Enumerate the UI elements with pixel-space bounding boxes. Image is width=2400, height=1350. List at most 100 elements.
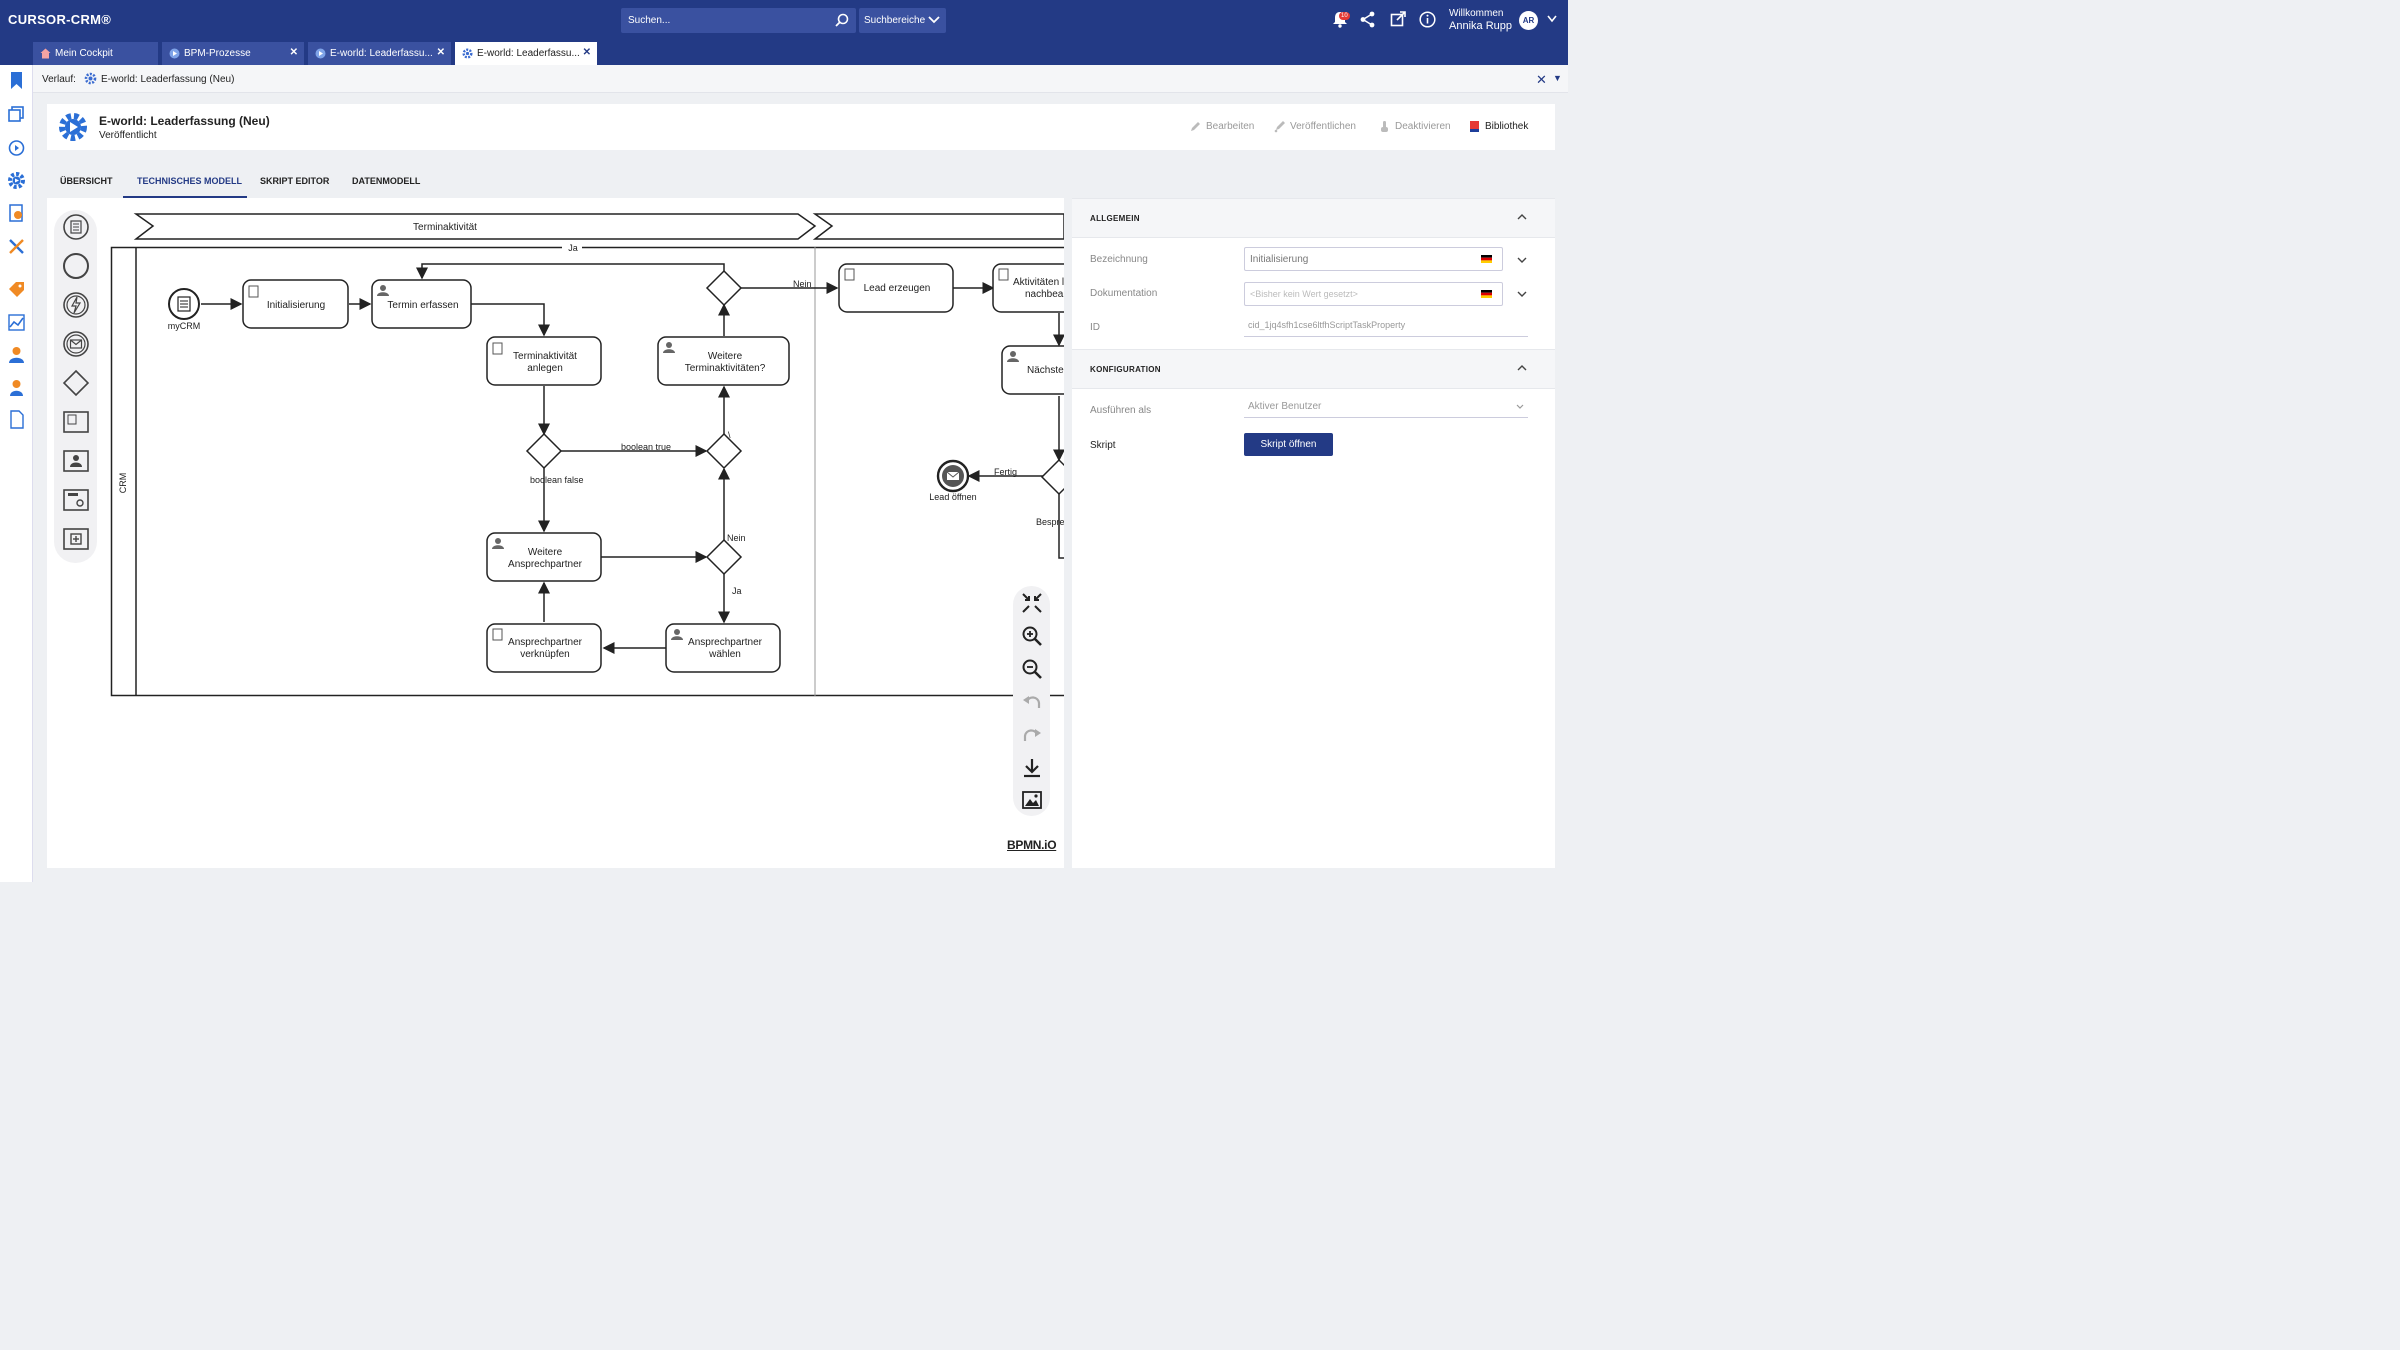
record-header: E-world: Leaderfassung (Neu) Veröffentli… (47, 104, 1555, 150)
phase-chevron[interactable] (133, 213, 817, 240)
gateway[interactable] (1040, 458, 1064, 496)
undo-icon[interactable] (1021, 691, 1043, 713)
task-termin-erfassen[interactable] (371, 279, 472, 329)
deactivate-button[interactable]: Deaktivieren (1378, 121, 1451, 132)
doc-field[interactable]: <Bisher kein Wert gesetzt> (1244, 282, 1503, 306)
page-title: E-world: Leaderfassung (Neu) (99, 114, 270, 128)
search-scope-dropdown[interactable]: Suchbereiche (859, 8, 946, 33)
task-label: Terminaktivität (513, 351, 577, 362)
tag-icon[interactable] (7, 280, 26, 299)
task-weitere-ansprechpartner[interactable] (486, 532, 602, 582)
task-label: Ansprechpartner (508, 637, 583, 648)
close-icon[interactable]: ✕ (289, 47, 298, 58)
document-icon[interactable] (7, 410, 26, 429)
tab-eworld-1[interactable]: E-world: Leaderfassu... ✕ (308, 42, 451, 65)
tab-label: E-world: Leaderfassu... (477, 48, 580, 59)
gateway[interactable] (705, 269, 743, 307)
flow-label: Bespre (1036, 517, 1064, 527)
zoom-in-icon[interactable] (1021, 625, 1043, 647)
task-initialisierung[interactable] (242, 279, 349, 329)
breadcrumb[interactable]: E-world: Leaderfassung (Neu) (101, 74, 235, 85)
info-icon[interactable] (1419, 11, 1436, 28)
gateway[interactable] (705, 432, 743, 470)
chart-icon[interactable] (7, 313, 26, 332)
chevron-up-icon[interactable] (1516, 362, 1528, 374)
task-ansprechpartner-waehlen[interactable] (665, 623, 781, 673)
signal-event-icon[interactable] (62, 291, 90, 319)
windows-icon[interactable] (7, 105, 26, 124)
tab-script-editor[interactable]: SKRIPT EDITOR (260, 176, 330, 186)
open-script-button[interactable]: Skript öffnen (1244, 433, 1333, 456)
tab-mein-cockpit[interactable]: Mein Cockpit (33, 42, 158, 65)
tools-icon[interactable] (7, 237, 26, 256)
tab-overview[interactable]: ÜBERSICHT (60, 176, 113, 186)
subprocess-icon[interactable] (62, 525, 90, 553)
pool[interactable] (110, 246, 1065, 697)
bpmn-io-watermark[interactable]: BPMN.iO (1007, 838, 1057, 852)
search-box[interactable] (621, 8, 856, 33)
chevron-down-icon[interactable] (1516, 288, 1528, 300)
end-event-icon[interactable] (62, 252, 90, 280)
task-naechste[interactable] (1001, 345, 1064, 395)
redo-icon[interactable] (1021, 724, 1043, 746)
gateway[interactable] (705, 538, 743, 576)
edit-button[interactable]: Bearbeiten (1189, 121, 1254, 132)
search-icon[interactable] (835, 13, 849, 27)
properties-panel: ALLGEMEIN Bezeichnung Initialisierung Do… (1072, 198, 1555, 868)
section-configuration[interactable]: KONFIGURATION (1072, 349, 1555, 389)
timer-icon[interactable] (7, 138, 26, 157)
task-label: Initialisierung (267, 300, 325, 311)
tab-label: Mein Cockpit (55, 48, 113, 59)
close-icon[interactable]: ✕ (436, 47, 445, 58)
contact-icon[interactable] (7, 345, 26, 364)
script-task-icon[interactable] (62, 408, 90, 436)
external-link-icon[interactable] (1390, 11, 1406, 28)
chevron-down-icon[interactable] (1547, 15, 1557, 23)
gear-icon[interactable] (7, 171, 26, 190)
publish-button[interactable]: Veröffentlichen (1273, 121, 1356, 133)
german-flag-icon[interactable] (1481, 255, 1492, 263)
german-flag-icon[interactable] (1481, 290, 1492, 298)
chevron-down-icon[interactable] (1516, 254, 1528, 266)
app-logo[interactable]: CURSOR-CRM® (8, 12, 112, 27)
library-button[interactable]: Bibliothek (1468, 121, 1528, 132)
report-icon[interactable] (7, 204, 26, 223)
task-weitere-terminaktivitaeten[interactable] (657, 336, 790, 386)
gateway[interactable] (525, 432, 563, 470)
image-export-icon[interactable] (1021, 789, 1043, 811)
phase-chevron[interactable] (812, 213, 1064, 240)
run-as-select[interactable]: Aktiver Benutzer (1244, 400, 1528, 418)
script-start-event-icon[interactable] (62, 213, 90, 241)
task-aktivitaeten[interactable] (992, 263, 1064, 313)
bookmark-icon[interactable] (7, 71, 26, 90)
tab-technical-model[interactable]: TECHNISCHES MODELL (137, 176, 243, 186)
download-icon[interactable] (1021, 757, 1043, 779)
service-task-icon[interactable] (62, 486, 90, 514)
search-input[interactable] (621, 8, 831, 33)
task-ansprechpartner-verknuepfen[interactable] (486, 623, 602, 673)
share-icon[interactable] (1360, 11, 1376, 28)
message-event-icon[interactable] (62, 330, 90, 358)
chevron-up-icon[interactable] (1516, 211, 1528, 223)
gateway-icon[interactable] (62, 369, 90, 397)
caret-down-icon[interactable]: ▼ (1553, 73, 1562, 83)
person-icon[interactable] (7, 378, 26, 397)
flow-label: Ja (732, 586, 742, 596)
user-name[interactable]: Annika Rupp (1449, 20, 1512, 32)
tab-data-model[interactable]: DATENMODELL (352, 176, 421, 186)
bpmn-canvas[interactable]: Terminaktivität CRM (47, 198, 1064, 868)
phase-label: Terminaktivität (413, 222, 477, 233)
tab-bpm-prozesse[interactable]: BPM-Prozesse ✕ (162, 42, 304, 65)
fit-icon[interactable] (1021, 592, 1043, 614)
bpmn-diagram[interactable]: Terminaktivität CRM (47, 198, 1064, 868)
section-general[interactable]: ALLGEMEIN (1072, 198, 1555, 238)
task-lead-erzeugen[interactable] (838, 263, 954, 313)
zoom-out-icon[interactable] (1021, 658, 1043, 680)
tab-eworld-2[interactable]: E-world: Leaderfassu... ✕ (455, 42, 597, 65)
avatar[interactable]: AR (1519, 11, 1538, 30)
task-terminaktivitaet-anlegen[interactable] (486, 336, 602, 386)
user-task-icon[interactable] (62, 447, 90, 475)
close-icon[interactable]: ✕ (1536, 72, 1547, 87)
close-icon[interactable]: ✕ (582, 47, 591, 58)
name-field[interactable]: Initialisierung (1244, 247, 1503, 271)
